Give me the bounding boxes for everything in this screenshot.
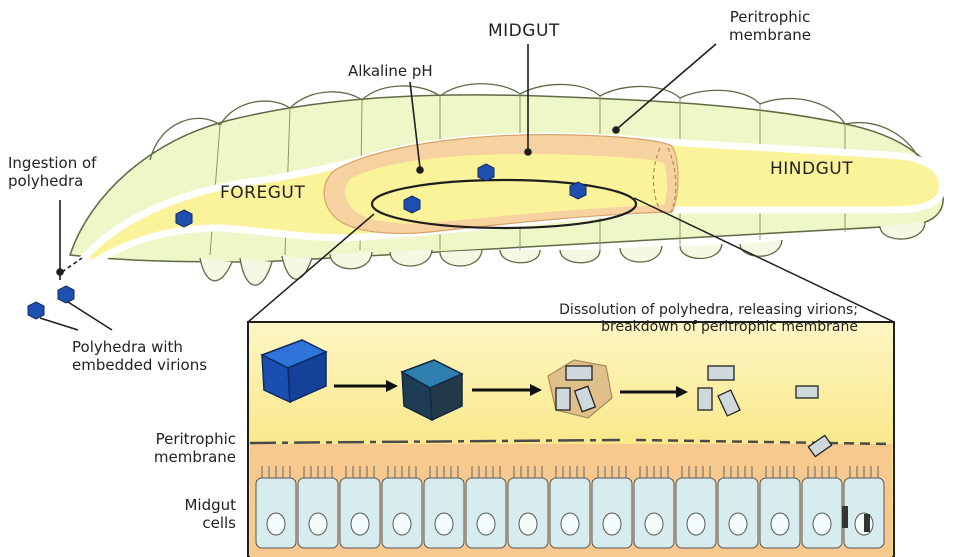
label-line: Ingestion of	[8, 154, 96, 172]
label-hindgut: HINDGUT	[770, 160, 853, 178]
cell-nucleus	[603, 513, 621, 535]
cell-nucleus	[267, 513, 285, 535]
cell-nucleus	[351, 513, 369, 535]
label-line: breakdown of peritrophic membrane	[458, 319, 858, 336]
cell-nucleus	[645, 513, 663, 535]
cell-nucleus	[771, 513, 789, 535]
label-ingestion: Ingestion of polyhedra	[8, 154, 96, 190]
label-midgut-cells: Midgut cells	[130, 496, 236, 532]
cell-nucleus	[393, 513, 411, 535]
label-line: Peritrophic	[100, 430, 236, 448]
midgut-cells	[256, 466, 884, 548]
label-polyhedra: Polyhedra with embedded virions	[72, 338, 207, 374]
cell-nucleus	[813, 513, 831, 535]
label-alkaline-ph: Alkaline pH	[348, 62, 433, 80]
label-line: Dissolution of polyhedra, releasing viri…	[458, 302, 858, 319]
label-line: cells	[130, 514, 236, 532]
label-foregut: FOREGUT	[220, 184, 305, 202]
label-line: Midgut	[130, 496, 236, 514]
label-line: Peritrophic	[700, 8, 840, 26]
label-peritrophic-membrane-top: Peritrophic membrane	[700, 8, 840, 44]
label-midgut: MIDGUT	[488, 22, 560, 40]
cell-nucleus	[687, 513, 705, 535]
cell-nucleus	[309, 513, 327, 535]
label-line: polyhedra	[8, 172, 96, 190]
label-peritrophic-membrane-inset: Peritrophic membrane	[100, 430, 236, 466]
cell-nucleus	[729, 513, 747, 535]
cell-nucleus	[519, 513, 537, 535]
cell-nucleus	[561, 513, 579, 535]
cell-nucleus	[435, 513, 453, 535]
label-dissolution: Dissolution of polyhedra, releasing viri…	[458, 302, 858, 336]
cell-nucleus	[477, 513, 495, 535]
label-line: embedded virions	[72, 356, 207, 374]
label-line: membrane	[100, 448, 236, 466]
label-line: Polyhedra with	[72, 338, 207, 356]
label-line: membrane	[700, 26, 840, 44]
